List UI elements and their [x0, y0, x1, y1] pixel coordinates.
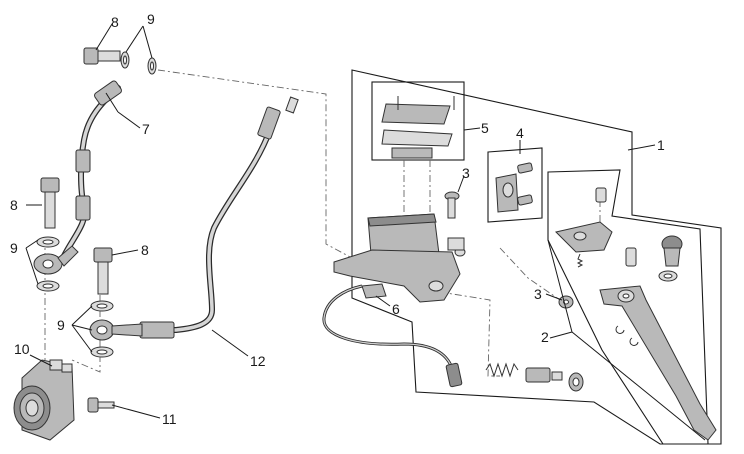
- callout-11: 11: [162, 411, 177, 427]
- clutch-lever-2: [599, 285, 717, 441]
- screw-3-upper: [444, 191, 460, 219]
- callout-3-upper: 3: [462, 165, 470, 181]
- callout-6: 6: [392, 301, 400, 317]
- callout-2: 2: [541, 329, 549, 345]
- clutch-slave-cylinder-10: [13, 359, 75, 441]
- callout-9-top: 9: [147, 11, 155, 27]
- callout-1: 1: [657, 137, 665, 153]
- nut-3-lower: [558, 295, 574, 309]
- piston-kit: [485, 362, 584, 392]
- alignment-line: [157, 69, 353, 259]
- reservoir-cap-5: [381, 96, 455, 159]
- clutch-switch-6: [322, 283, 463, 388]
- clamp-box-4: [487, 147, 543, 223]
- handlebar-clamp-4: [495, 162, 533, 213]
- alignment-line: [499, 247, 561, 301]
- callout-10: 10: [14, 341, 30, 357]
- banjo-bolt-8-left: [40, 177, 60, 229]
- banjo-hose-7: [33, 80, 122, 275]
- assembly-outline-1: [351, 69, 722, 445]
- reservoir-cap-box-5: [371, 81, 465, 161]
- banjo-bolt-8-centre: [93, 247, 113, 295]
- lever-subassembly-outline-2: [547, 169, 709, 445]
- banjo-bolt-8-top: [83, 47, 121, 65]
- callout-9-centre: 9: [57, 317, 65, 333]
- alignment-line: [439, 291, 500, 377]
- callout-3-lower: 3: [534, 286, 542, 302]
- callout-5: 5: [481, 120, 489, 136]
- sealing-washers-9-left: [36, 236, 60, 292]
- lever-bracket: [555, 187, 613, 268]
- callout-8-top: 8: [111, 14, 119, 30]
- sealing-washers-9-top: [120, 51, 157, 75]
- bleed-screw-11: [87, 397, 115, 413]
- callout-9-left: 9: [10, 240, 18, 256]
- callout-4: 4: [516, 125, 524, 141]
- clutch-hose-12: [89, 96, 299, 341]
- sealing-washers-9-centre: [90, 300, 114, 358]
- callout-8-centre: 8: [141, 242, 149, 258]
- clutch-master-cylinder-body: [333, 213, 466, 303]
- adjuster-knob: [625, 235, 683, 282]
- callout-7: 7: [142, 121, 150, 137]
- callout-8-left: 8: [10, 197, 18, 213]
- callout-12: 12: [250, 353, 266, 369]
